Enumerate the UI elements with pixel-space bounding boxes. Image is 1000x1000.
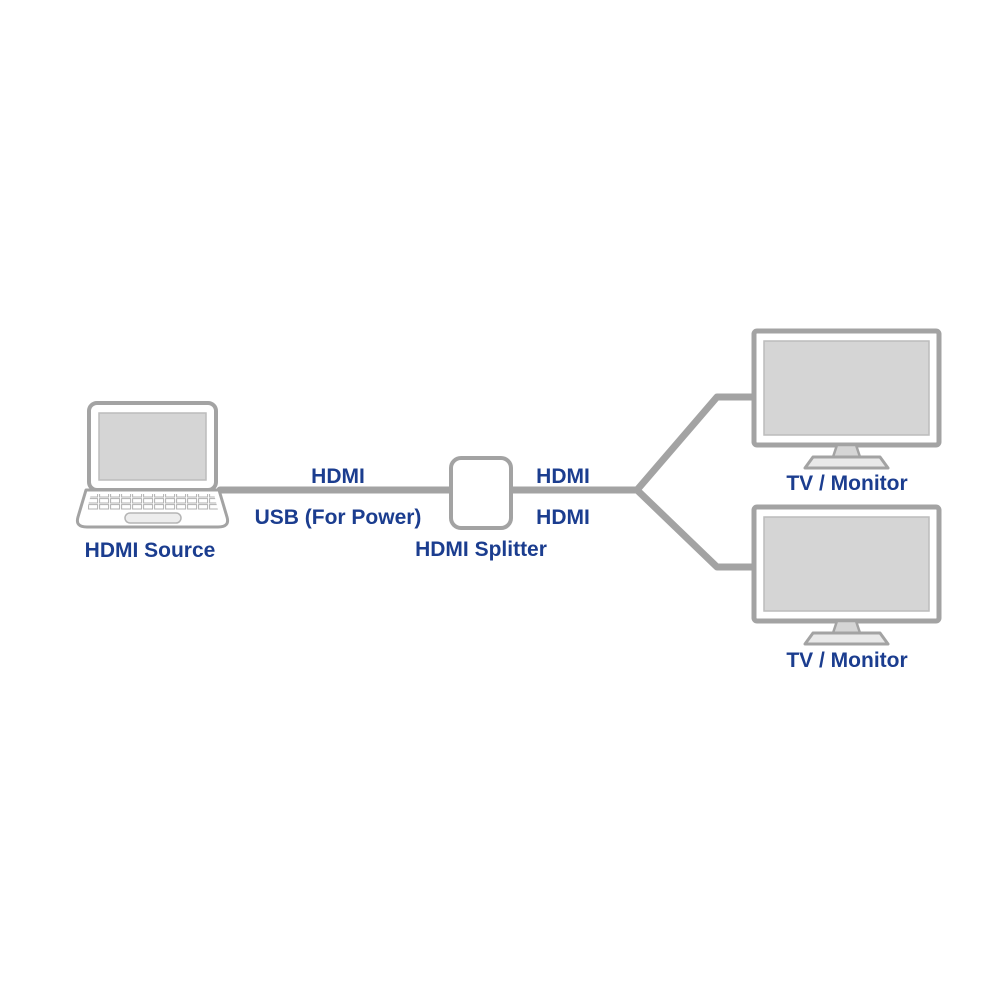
laptop-icon — [75, 401, 230, 529]
label-cable-hdmi-output-top: HDMI — [536, 465, 590, 488]
laptop-screen — [98, 412, 207, 481]
keyboard-keys — [87, 494, 218, 510]
monitor-bottom-stand-base — [803, 631, 890, 646]
label-cable-hdmi-input: HDMI — [311, 465, 365, 488]
monitor-bottom-screen — [763, 516, 930, 612]
laptop-touchpad — [124, 512, 182, 524]
monitor-top-stand-neck — [831, 443, 862, 459]
monitor-bottom-icon — [751, 504, 942, 646]
monitor-top-icon — [751, 328, 942, 470]
label-hdmi-splitter: HDMI Splitter — [415, 538, 547, 561]
cable-splitter-to-monitor-top — [633, 393, 759, 494]
monitor-bottom-stand-neck — [831, 619, 862, 635]
monitor-top-stand-base — [803, 455, 890, 470]
monitor-top-screen — [763, 340, 930, 436]
splitter-box — [449, 456, 513, 530]
label-tv-monitor-top: TV / Monitor — [786, 472, 907, 495]
label-tv-monitor-bottom: TV / Monitor — [786, 649, 907, 672]
label-hdmi-source: HDMI Source — [85, 539, 216, 562]
cable-splitter-to-monitor-bottom — [633, 486, 759, 571]
label-cable-hdmi-output-bottom: HDMI — [536, 506, 590, 529]
label-cable-usb-power: USB (For Power) — [255, 506, 422, 529]
